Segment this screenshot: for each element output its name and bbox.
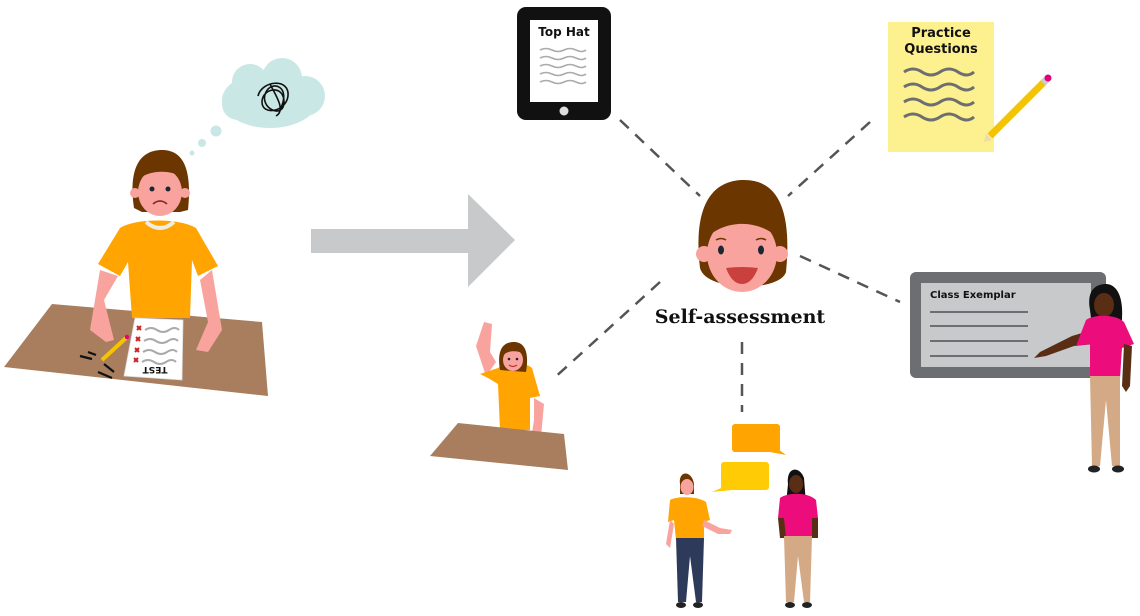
stressed-student-illustration: TEST: [4, 58, 325, 396]
practice-questions-label: Practice Questions: [888, 26, 994, 58]
speech-bubble-icon: [712, 462, 769, 492]
speech-bubble-icon: [732, 424, 786, 455]
top-hat-tablet-icon: [517, 7, 611, 120]
pencil-icon: [100, 334, 130, 362]
body: [98, 220, 218, 318]
test-paper: TEST: [123, 317, 184, 381]
self-assessment-face-icon: [696, 180, 788, 292]
class-exemplar-board: [910, 272, 1106, 378]
class-exemplar-label: Class Exemplar: [930, 290, 1016, 301]
self-assessment-label: Self-assessment: [654, 306, 826, 328]
practice-questions-note: [888, 22, 1052, 152]
raise-hand-student-illustration: [430, 322, 568, 470]
transition-arrow-icon: [311, 194, 515, 287]
scribble-icon: [257, 82, 289, 117]
practice-questions-line1: Practice: [911, 26, 971, 41]
practice-questions-line2: Questions: [904, 42, 978, 57]
top-hat-label: Top Hat: [538, 25, 590, 39]
connector-lines: [551, 119, 901, 412]
pencil-icon: [984, 74, 1052, 142]
stress-marks: [79, 350, 115, 380]
presenter-illustration: [1034, 284, 1134, 473]
peer-discussion-illustration: [666, 424, 818, 608]
thought-cloud-icon: [189, 58, 325, 156]
test-paper-label: TEST: [142, 364, 168, 374]
desk: [430, 423, 568, 470]
